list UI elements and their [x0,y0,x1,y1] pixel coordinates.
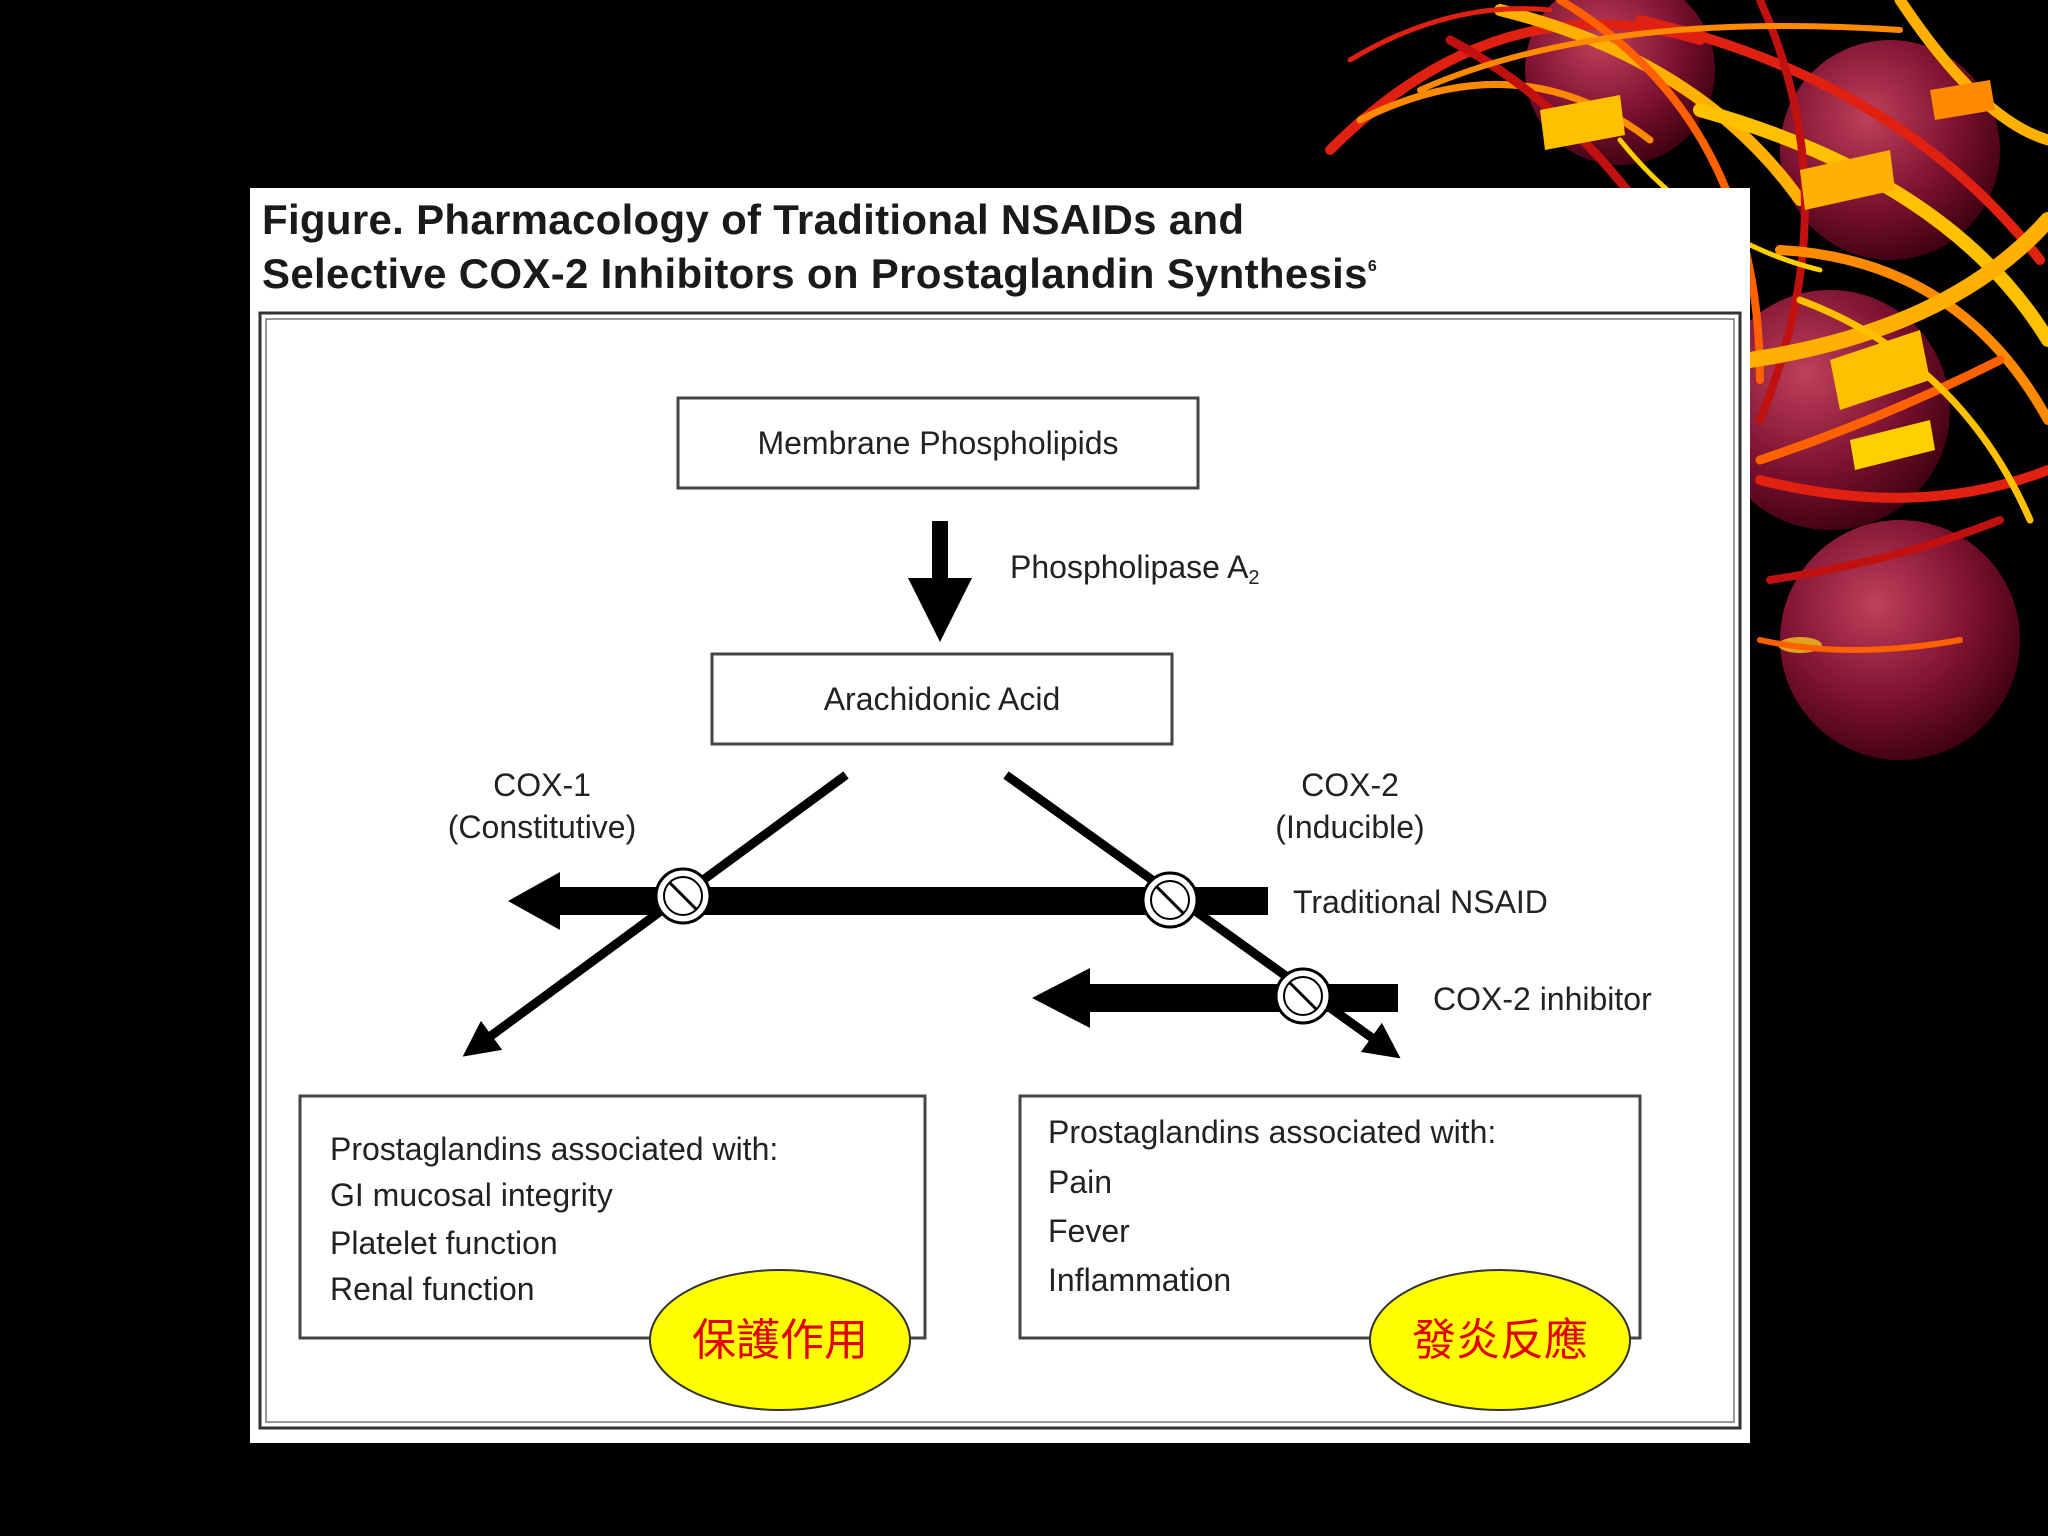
membrane-label: Membrane Phospholipids [757,425,1118,461]
flourish-blocks [1540,80,1995,470]
phospholipase-text: Phospholipase A [1010,549,1249,585]
left-box-item: Platelet function [330,1225,558,1261]
inflammation-badge-text: 發炎反應 [1412,1315,1588,1366]
pathway-diagram: Membrane Phospholipids Phospholipase A2 … [258,311,1742,1430]
phospholipase-subscript: 2 [1248,567,1259,589]
right-box-item: Pain [1048,1164,1112,1200]
cox2-inhibitor-arrow-shaft [1080,984,1398,1012]
inflammation-badge [1369,1269,1631,1411]
figure-title-line1: Figure. Pharmacology of Traditional NSAI… [262,196,1245,243]
cox2-sublabel: (Inducible) [1275,809,1424,845]
arachidonic-label: Arachidonic Acid [824,681,1061,717]
cox1-label: COX-1 [493,767,591,803]
inhibition-symbol-cox2-nsaid [1141,871,1199,929]
figure-frame-inner [265,318,1735,1423]
left-box-item: Renal function [330,1271,535,1307]
right-box-heading: Prostaglandins associated with: [1048,1114,1496,1150]
cox2-inhibitor-arrow-head [1032,968,1090,1028]
cox2-label: COX-2 [1301,767,1399,803]
nsaid-arrow-head [508,872,560,930]
figure-title-line2-text: Selective COX-2 Inhibitors on Prostaglan… [262,250,1368,297]
cox2-inhibitor-label: COX-2 inhibitor [1433,981,1652,1017]
inhibition-symbol-cox1 [654,867,712,925]
right-box-item: Inflammation [1048,1262,1231,1298]
traditional-nsaid-label: Traditional NSAID [1293,884,1548,920]
cox1-sublabel: (Constitutive) [448,809,637,845]
right-box-item: Fever [1048,1213,1130,1249]
phospholipase-label: Phospholipase A2 [1010,549,1260,589]
left-box-heading: Prostaglandins associated with: [330,1131,778,1167]
arachidonic-box [710,652,1174,746]
left-box-item: GI mucosal integrity [330,1177,613,1213]
figure-title-ref: 6 [1367,258,1378,275]
protective-badge [649,1269,911,1411]
inhibition-symbol-cox2-inhibitor [1274,967,1332,1025]
membrane-box [676,396,1200,490]
figure-title-line2: Selective COX-2 Inhibitors on Prostaglan… [262,250,1377,298]
figure-frame-outer [258,311,1742,1430]
protective-badge-text: 保護作用 [692,1315,868,1366]
figure-panel: Figure. Pharmacology of Traditional NSAI… [250,188,1750,1443]
